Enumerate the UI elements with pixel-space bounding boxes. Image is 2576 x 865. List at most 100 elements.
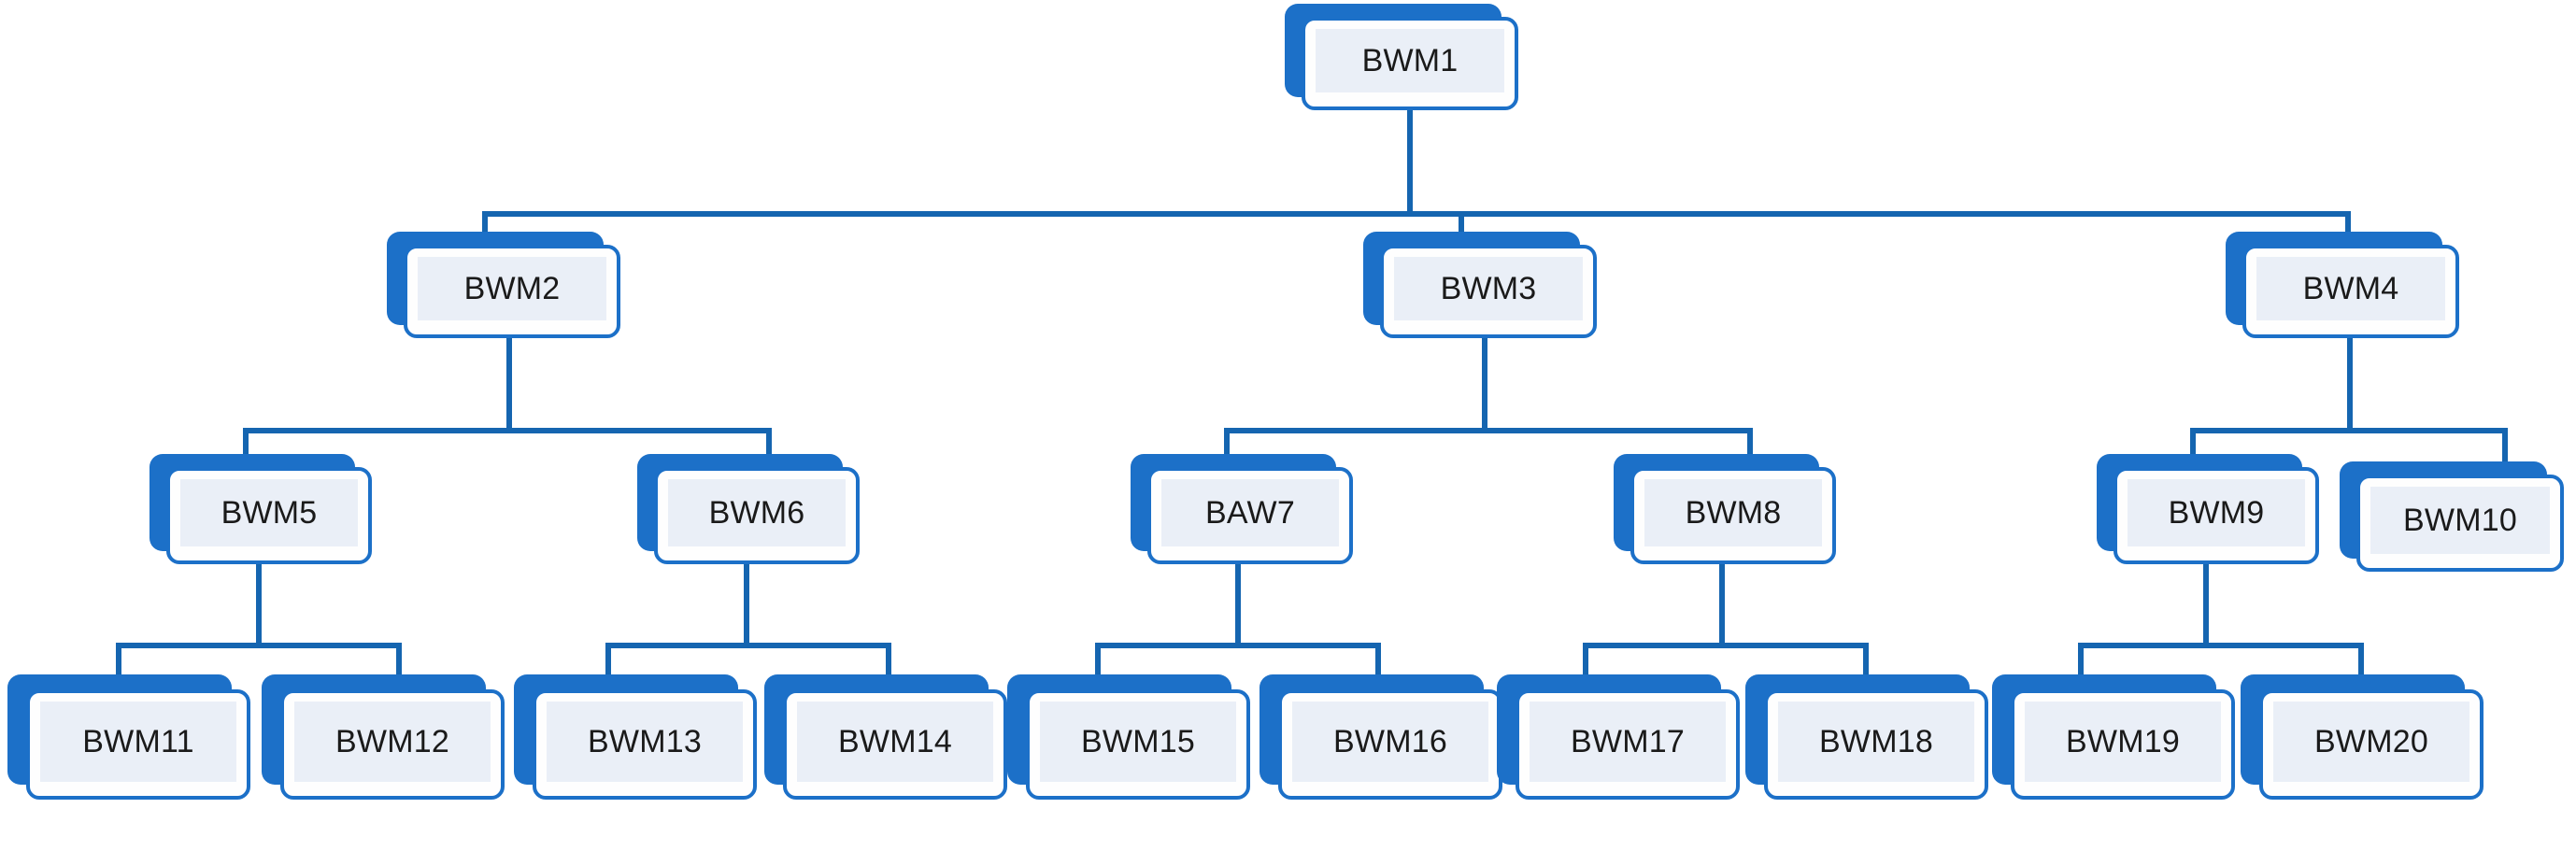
tree-node-bwm9[interactable]: BWM9 <box>2097 454 2319 564</box>
connector-line <box>2502 428 2508 475</box>
tree-node-bwm15[interactable]: BWM15 <box>1007 674 1250 800</box>
node-label: BWM6 <box>708 495 805 531</box>
node-label: BWM4 <box>2302 271 2399 306</box>
node-label-panel: BWM18 <box>1778 702 1974 782</box>
tree-node-bwm3[interactable]: BWM3 <box>1363 232 1597 338</box>
node-label-panel: BWM13 <box>547 702 743 782</box>
connector-line <box>116 643 121 686</box>
connector-line <box>2190 428 2196 469</box>
tree-node-bwm8[interactable]: BWM8 <box>1614 454 1836 564</box>
node-label: BWM11 <box>82 724 194 759</box>
node-label-panel: BWM8 <box>1644 479 1822 546</box>
connector-line <box>1095 643 1101 686</box>
node-card: BWM9 <box>2113 467 2319 564</box>
connector-line <box>1583 643 1588 686</box>
node-label: BWM12 <box>335 724 449 759</box>
connector-line <box>2358 643 2364 686</box>
node-label: BWM18 <box>1819 724 1933 759</box>
node-label-panel: BWM20 <box>2273 702 2469 782</box>
node-card: BWM19 <box>2011 689 2235 800</box>
node-label-panel: BWM12 <box>294 702 491 782</box>
tree-node-baw7[interactable]: BAW7 <box>1131 454 1353 564</box>
node-label: BWM15 <box>1081 724 1195 759</box>
connector-line <box>482 211 2351 217</box>
tree-node-bwm20[interactable]: BWM20 <box>2241 674 2483 800</box>
node-label-panel: BWM15 <box>1040 702 1236 782</box>
connector-line <box>1583 643 1869 648</box>
connector-line <box>766 428 772 469</box>
node-label-panel: BWM16 <box>1292 702 1488 782</box>
tree-node-bwm12[interactable]: BWM12 <box>262 674 505 800</box>
tree-node-bwm18[interactable]: BWM18 <box>1745 674 1988 800</box>
node-card: BWM10 <box>2356 475 2564 572</box>
tree-node-bwm6[interactable]: BWM6 <box>637 454 860 564</box>
node-label-panel: BWM5 <box>180 479 358 546</box>
connector-line <box>2347 338 2353 428</box>
connector-line <box>1224 428 1230 469</box>
tree-node-bwm19[interactable]: BWM19 <box>1992 674 2235 800</box>
node-label-panel: BWM3 <box>1394 257 1583 320</box>
node-label-panel: BAW7 <box>1161 479 1339 546</box>
node-card: BWM1 <box>1302 17 1518 110</box>
node-label-panel: BWM19 <box>2025 702 2221 782</box>
connector-line <box>2203 564 2209 643</box>
connector-line <box>744 564 749 643</box>
node-card: BWM5 <box>166 467 372 564</box>
connector-line <box>605 643 611 686</box>
node-card: BWM11 <box>26 689 250 800</box>
node-label: BWM9 <box>2168 495 2265 531</box>
node-card: BWM3 <box>1380 245 1597 338</box>
node-card: BWM15 <box>1026 689 1250 800</box>
tree-node-bwm17[interactable]: BWM17 <box>1497 674 1740 800</box>
node-label: BWM2 <box>463 271 561 306</box>
node-label: BWM19 <box>2066 724 2180 759</box>
node-label-panel: BWM9 <box>2128 479 2305 546</box>
node-card: BWM14 <box>783 689 1007 800</box>
connector-line <box>1407 110 1413 213</box>
connector-line <box>605 643 891 648</box>
node-card: BWM6 <box>654 467 860 564</box>
node-card: BWM20 <box>2259 689 2483 800</box>
tree-node-bwm14[interactable]: BWM14 <box>764 674 1007 800</box>
node-card: BWM17 <box>1516 689 1740 800</box>
node-label-panel: BWM11 <box>40 702 236 782</box>
node-label: BWM8 <box>1685 495 1782 531</box>
node-label-panel: BWM10 <box>2370 487 2550 554</box>
node-card: BWM12 <box>280 689 505 800</box>
node-card: BWM16 <box>1278 689 1502 800</box>
node-label-panel: BWM1 <box>1316 29 1504 92</box>
connector-line <box>1375 643 1381 686</box>
tree-node-bwm4[interactable]: BWM4 <box>2226 232 2459 338</box>
tree-node-bwm2[interactable]: BWM2 <box>387 232 620 338</box>
node-label: BWM1 <box>1361 43 1459 78</box>
node-label: BWM3 <box>1440 271 1537 306</box>
connector-line <box>243 428 772 433</box>
node-label: BWM5 <box>221 495 318 531</box>
connector-line <box>482 211 488 247</box>
node-label: BWM20 <box>2314 724 2428 759</box>
node-label-panel: BWM2 <box>418 257 606 320</box>
connector-line <box>2078 643 2084 686</box>
tree-node-bwm11[interactable]: BWM11 <box>7 674 250 800</box>
tree-node-bwm13[interactable]: BWM13 <box>514 674 757 800</box>
node-card: BWM4 <box>2242 245 2459 338</box>
connector-line <box>1095 643 1381 648</box>
node-label: BWM10 <box>2403 503 2517 538</box>
node-label-panel: BWM14 <box>797 702 993 782</box>
tree-node-bwm5[interactable]: BWM5 <box>149 454 372 564</box>
node-label: BWM16 <box>1333 724 1447 759</box>
node-label: BWM17 <box>1571 724 1685 759</box>
node-card: BWM13 <box>533 689 757 800</box>
connector-line <box>1747 428 1753 469</box>
connector-line <box>2190 428 2508 433</box>
node-card: BAW7 <box>1147 467 1353 564</box>
tree-node-bwm16[interactable]: BWM16 <box>1260 674 1502 800</box>
connector-line <box>1459 211 1464 247</box>
connector-line <box>886 643 891 686</box>
node-label: BAW7 <box>1205 495 1295 531</box>
tree-node-bwm10[interactable]: BWM10 <box>2340 461 2564 572</box>
connector-line <box>116 643 402 648</box>
tree-node-bwm1[interactable]: BWM1 <box>1285 4 1518 110</box>
node-label: BWM14 <box>838 724 952 759</box>
